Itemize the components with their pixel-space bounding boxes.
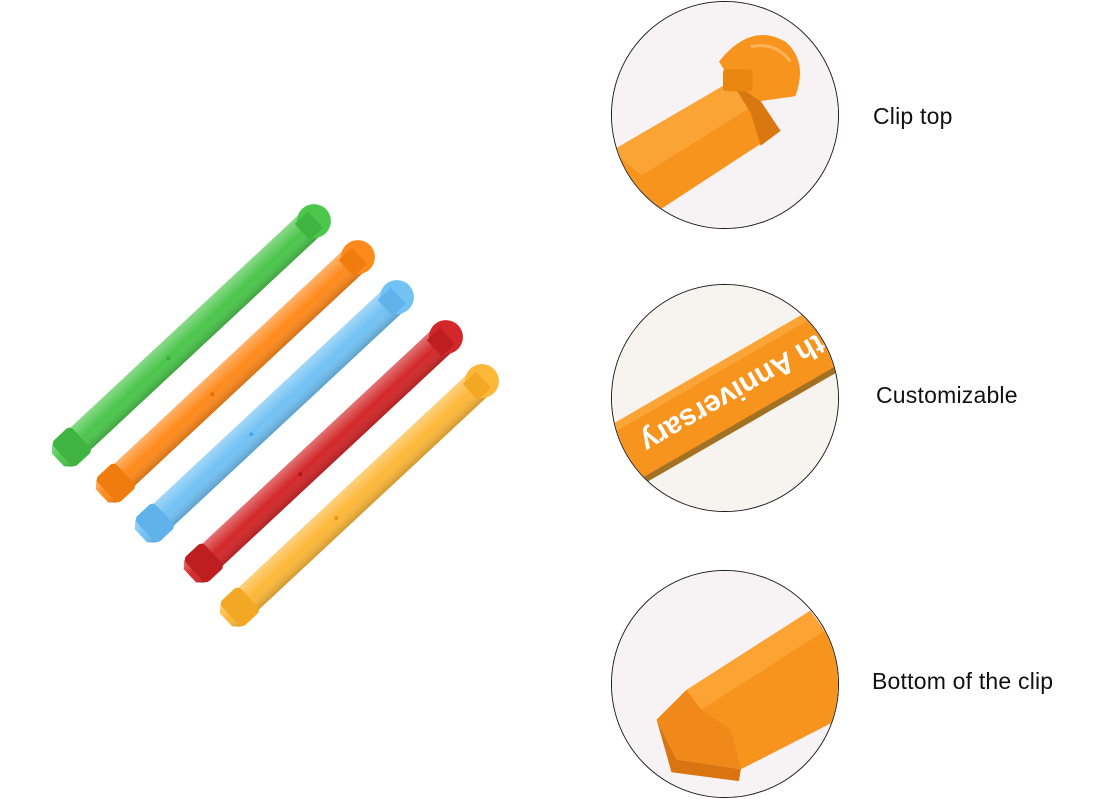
clip-bottom-label: Bottom of the clip: [872, 668, 1054, 694]
clip-red: [183, 320, 463, 583]
clip-top-zoom: [611, 1, 839, 229]
customizable-label: Customizable: [876, 382, 1018, 408]
clips-photo: [51, 204, 499, 627]
clip-orange: [95, 240, 375, 503]
clip-light-blue: [134, 280, 414, 543]
clip-bottom-zoom: [611, 570, 839, 798]
clip-green: [51, 204, 331, 467]
customizable-zoom: ELK 90th Anniversary: [611, 284, 839, 512]
clip-yellow: [219, 364, 499, 627]
clip-top-label: Clip top: [873, 103, 953, 129]
